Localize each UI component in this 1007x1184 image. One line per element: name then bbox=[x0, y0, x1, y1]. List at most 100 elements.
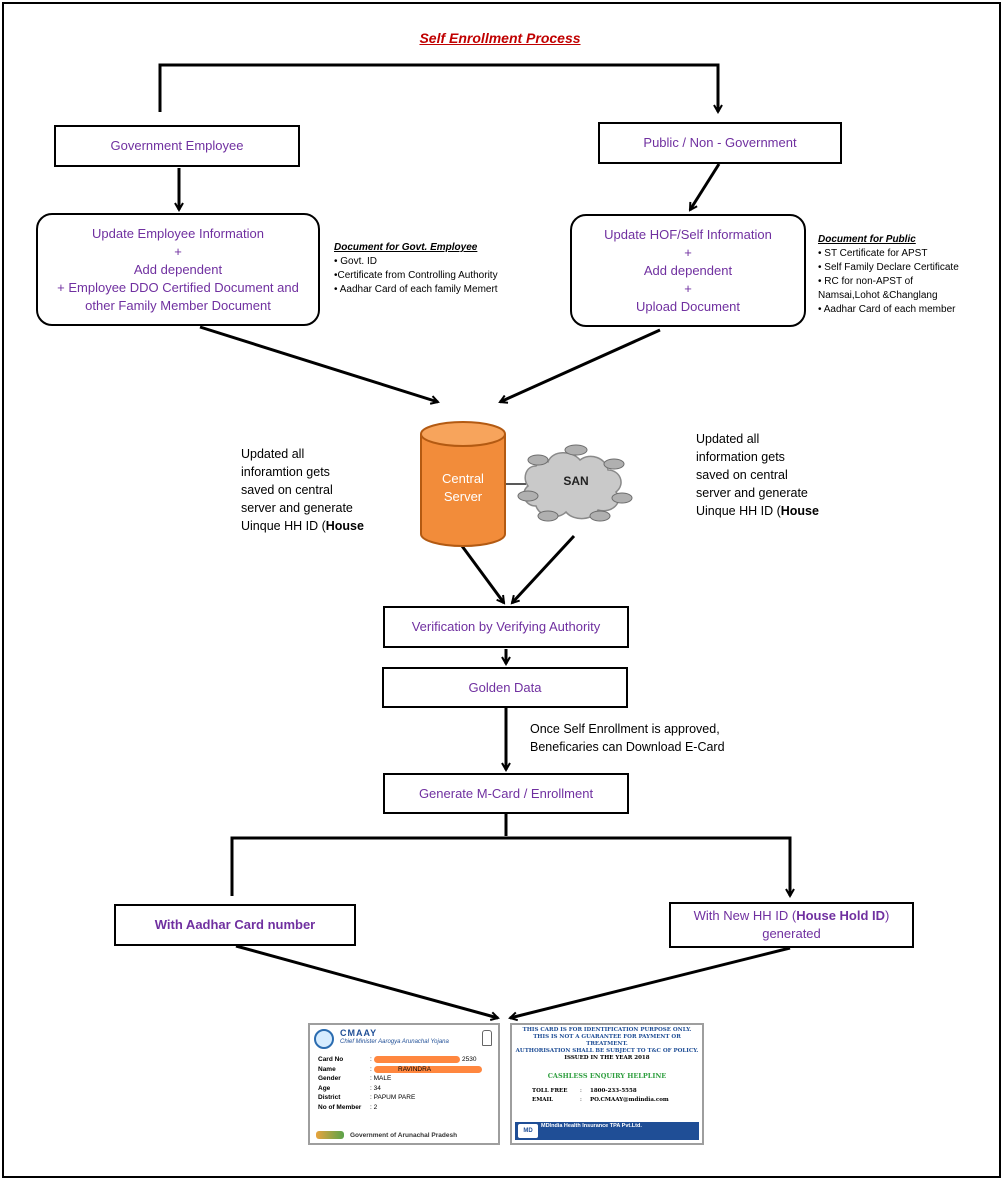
box-government-employee-label: Government Employee bbox=[110, 138, 244, 153]
mcard-back: THIS CARD IS FOR IDENTIFICATION PURPOSE … bbox=[510, 1023, 704, 1145]
box-new-hhid-line1: With New HH ID (House Hold ID) bbox=[694, 907, 890, 925]
contact-key: EMAIL bbox=[532, 1097, 553, 1103]
card-fields: Card No : 2530 Name: RAVINDRA Gender : MAL… bbox=[318, 1055, 498, 1112]
para-right-hhid: Uinque HH ID ( bbox=[696, 504, 781, 518]
card-footer: Government of Arunachal Pradesh bbox=[350, 1132, 458, 1139]
card-field-text: PAPUM PARE bbox=[373, 1094, 416, 1101]
page-title: Self Enrollment Process bbox=[419, 30, 581, 46]
contact-row: EMAIL:PO.CMAAY@mdindia.com bbox=[532, 1096, 702, 1105]
note-govt-item: • Aadhar Card of each family Memert bbox=[334, 284, 498, 295]
para-left-house: House bbox=[325, 519, 364, 533]
box-update-employee: Update Employee Information + Add depend… bbox=[36, 213, 320, 326]
card-name-partial: RAVINDRA bbox=[398, 1065, 432, 1073]
update-employee-line: Update Employee Information bbox=[92, 225, 264, 241]
para-right-line: Updated all bbox=[696, 432, 760, 446]
box-golden-data: Golden Data bbox=[382, 667, 628, 708]
contact-row: TOLL FREE:1800-233-5558 bbox=[532, 1087, 702, 1096]
update-employee-line: + bbox=[174, 243, 182, 259]
disclaimer-line: THIS IS NOT A GUARANTEE FOR PAYMENT OR T… bbox=[533, 1034, 681, 1047]
update-employee-line: Add dependent bbox=[133, 261, 223, 277]
state-emblem-icon bbox=[482, 1030, 492, 1046]
para-right-saved: Updated all information gets saved on ce… bbox=[696, 430, 856, 520]
card-field-text: MALE bbox=[373, 1075, 392, 1082]
card-field-row: Gender : MALE bbox=[318, 1074, 498, 1084]
box-public-non-government: Public / Non - Government bbox=[598, 122, 842, 164]
mdindia-logo-icon: MD bbox=[518, 1124, 538, 1138]
card-helpline-title: CASHLESS ENQUIRY HELPLINE bbox=[547, 1072, 667, 1080]
para-right-line: server and generate bbox=[696, 486, 808, 500]
box-verification: Verification by Verifying Authority bbox=[383, 606, 629, 648]
box-update-hof: Update HOF/Self Information + Add depend… bbox=[570, 214, 806, 327]
card-field-row: Name: RAVINDRA bbox=[318, 1065, 498, 1075]
card-subtitle: Chief Minister Aarogya Arunachal Yojana bbox=[340, 1039, 449, 1045]
note-govt-item: •Certificate from Controlling Authority bbox=[334, 270, 498, 281]
card-back-footer: MD MDIndia Health Insurance TPA Pvt.Ltd. bbox=[515, 1122, 699, 1140]
contact-key: TOLL FREE bbox=[532, 1088, 568, 1094]
box-aadhar-label: With Aadhar Card number bbox=[154, 917, 316, 932]
footer-company: MDIndia Health Insurance TPA Pvt.Ltd. bbox=[541, 1123, 642, 1129]
para-right-line: information gets bbox=[696, 450, 785, 464]
san-label: SAN bbox=[563, 474, 589, 488]
card-field-key: Card No bbox=[318, 1056, 344, 1063]
card-field-text: 34 bbox=[373, 1084, 381, 1092]
central-server-label: Central Server bbox=[420, 470, 506, 506]
disclaimer-line: AUTHORISATION SHALL BE SUBJECT TO T&C OF… bbox=[515, 1048, 699, 1054]
box-generate-mcard: Generate M-Card / Enrollment bbox=[383, 773, 629, 814]
para-right-line: saved on central bbox=[696, 468, 788, 482]
server-label-line: Server bbox=[443, 489, 483, 504]
card-issued-year: ISSUED IN THE YEAR 2018 bbox=[564, 1055, 650, 1061]
update-hof-line: + bbox=[684, 244, 692, 260]
card-field-value: : 34 bbox=[370, 1084, 381, 1092]
note-public-item: • RC for non-APST of bbox=[818, 276, 914, 287]
update-hof-line: Add dependent bbox=[643, 262, 733, 278]
note-public-item: Namsai,Lohot &Changlang bbox=[818, 290, 938, 301]
card-contact-rows: TOLL FREE:1800-233-5558 EMAIL:PO.CMAAY@m… bbox=[532, 1087, 702, 1105]
san-cloud-icon bbox=[517, 444, 633, 522]
card-back-disclaimer: THIS CARD IS FOR IDENTIFICATION PURPOSE … bbox=[512, 1027, 702, 1055]
box-new-hhid-line2: generated bbox=[762, 926, 821, 941]
note-public-documents: Document for Public • ST Certificate for… bbox=[818, 233, 998, 317]
card-field-key: No of Member bbox=[318, 1103, 362, 1111]
para-approval-line: Beneficaries can Download E-Card bbox=[530, 740, 725, 754]
card-field-text: 2 bbox=[373, 1103, 378, 1111]
card-field-key: Gender bbox=[318, 1075, 341, 1082]
para-left-line: Uinque HH ID (House bbox=[241, 517, 401, 535]
para-left-saved: Updated all inforamtion gets saved on ce… bbox=[241, 445, 401, 535]
para-left-line: saved on central bbox=[241, 483, 333, 497]
note-govt-item: • Govt. ID bbox=[334, 256, 377, 267]
box-public-label: Public / Non - Government bbox=[643, 135, 797, 150]
mcard-front: CMAAY Chief Minister Aarogya Arunachal Y… bbox=[308, 1023, 500, 1145]
para-left-hhid: Uinque HH ID ( bbox=[241, 519, 326, 533]
update-employee-line: + Employee DDO Certified Document and bbox=[57, 279, 299, 295]
card-field-key: District bbox=[318, 1094, 341, 1101]
para-left-line: inforamtion gets bbox=[241, 465, 330, 479]
hhid-suffix: ) bbox=[885, 908, 890, 923]
card-field-value: : 2530 bbox=[370, 1056, 477, 1063]
card-field-value: : PAPUM PARE bbox=[370, 1094, 416, 1101]
hhid-bold: House Hold ID bbox=[796, 908, 886, 923]
central-server-cylinder bbox=[420, 421, 506, 547]
card-field-row: Card No : 2530 bbox=[318, 1055, 498, 1065]
cmaay-logo-icon bbox=[314, 1029, 334, 1049]
para-approval-line: Once Self Enrollment is approved, bbox=[530, 722, 720, 736]
box-generate-mcard-label: Generate M-Card / Enrollment bbox=[418, 785, 594, 801]
box-verification-label: Verification by Verifying Authority bbox=[411, 619, 601, 634]
para-left-line: Updated all bbox=[241, 447, 305, 461]
note-public-item: • ST Certificate for APST bbox=[818, 248, 928, 259]
card-field-row: Age: 34 bbox=[318, 1084, 498, 1094]
update-hof-line: Upload Document bbox=[635, 298, 741, 314]
para-right-house: House bbox=[780, 504, 819, 518]
update-hof-line: + bbox=[684, 280, 692, 296]
card-field-value: : RAVINDRA bbox=[370, 1065, 498, 1075]
contact-value: PO.CMAAY@mdindia.com bbox=[590, 1097, 669, 1103]
note-public-item: • Aadhar Card of each member bbox=[818, 304, 956, 315]
para-left-line: server and generate bbox=[241, 501, 353, 515]
note-govt-documents: Document for Govt. Employee • Govt. ID •… bbox=[334, 241, 544, 297]
server-label-line: Central bbox=[442, 471, 484, 486]
card-field-value: : MALE bbox=[370, 1075, 392, 1082]
update-hof-line: Update HOF/Self Information bbox=[604, 226, 772, 242]
para-approval: Once Self Enrollment is approved, Benefi… bbox=[530, 720, 770, 756]
note-public-heading: Document for Public bbox=[818, 234, 916, 245]
arunachal-landscape-logo-icon bbox=[316, 1131, 344, 1139]
